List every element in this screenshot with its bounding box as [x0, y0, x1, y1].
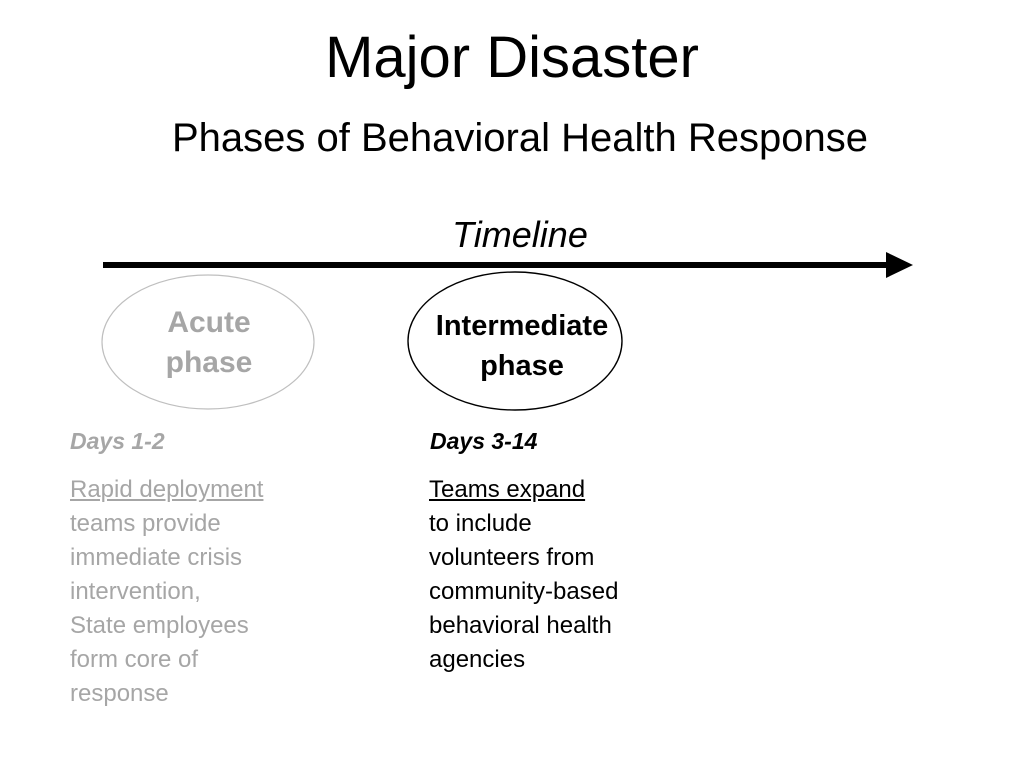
acute-description-line: form core of	[70, 646, 199, 673]
slide-title: Major Disaster	[325, 25, 699, 90]
intermediate-description-line: community-based	[429, 578, 619, 605]
acute-description-line: teams provide	[70, 510, 221, 537]
timeline-arrow	[103, 252, 913, 278]
acute-phase-ellipse	[101, 274, 315, 410]
timeline-arrow-head	[886, 252, 913, 278]
acute-description-lead: Rapid deployment	[70, 476, 264, 503]
intermediate-description-line: agencies	[429, 646, 526, 673]
acute-phase-label-line1: Acute	[167, 306, 251, 339]
timeline-label: Timeline	[452, 214, 588, 255]
acute-phase-label-line2: phase	[165, 346, 253, 379]
intermediate-description-lead: Teams expand	[429, 476, 586, 503]
intermediate-phase-ellipse	[407, 271, 623, 411]
slide-subtitle: Phases of Behavioral Health Response	[172, 116, 868, 160]
acute-description: Rapid deployment teams provide immediate…	[70, 473, 263, 711]
acute-description-line: response	[70, 680, 169, 707]
acute-phase-label: Acute phase	[108, 303, 310, 383]
intermediate-description-line: to include	[429, 510, 532, 537]
acute-description-line: immediate crisis	[70, 544, 243, 571]
intermediate-phase-label-line2: phase	[480, 350, 564, 382]
intermediate-days: Days 3-14	[430, 428, 538, 454]
acute-days: Days 1-2	[70, 428, 165, 454]
intermediate-description: Teams expand to include volunteers from …	[429, 473, 618, 677]
acute-description-line: State employees	[70, 612, 249, 639]
acute-description-line: intervention,	[70, 578, 201, 605]
intermediate-phase-label: Intermediate phase	[412, 306, 632, 386]
intermediate-description-line: behavioral health	[429, 612, 612, 639]
intermediate-description-line: volunteers from	[429, 544, 595, 571]
intermediate-phase-label-line1: Intermediate	[435, 310, 609, 342]
